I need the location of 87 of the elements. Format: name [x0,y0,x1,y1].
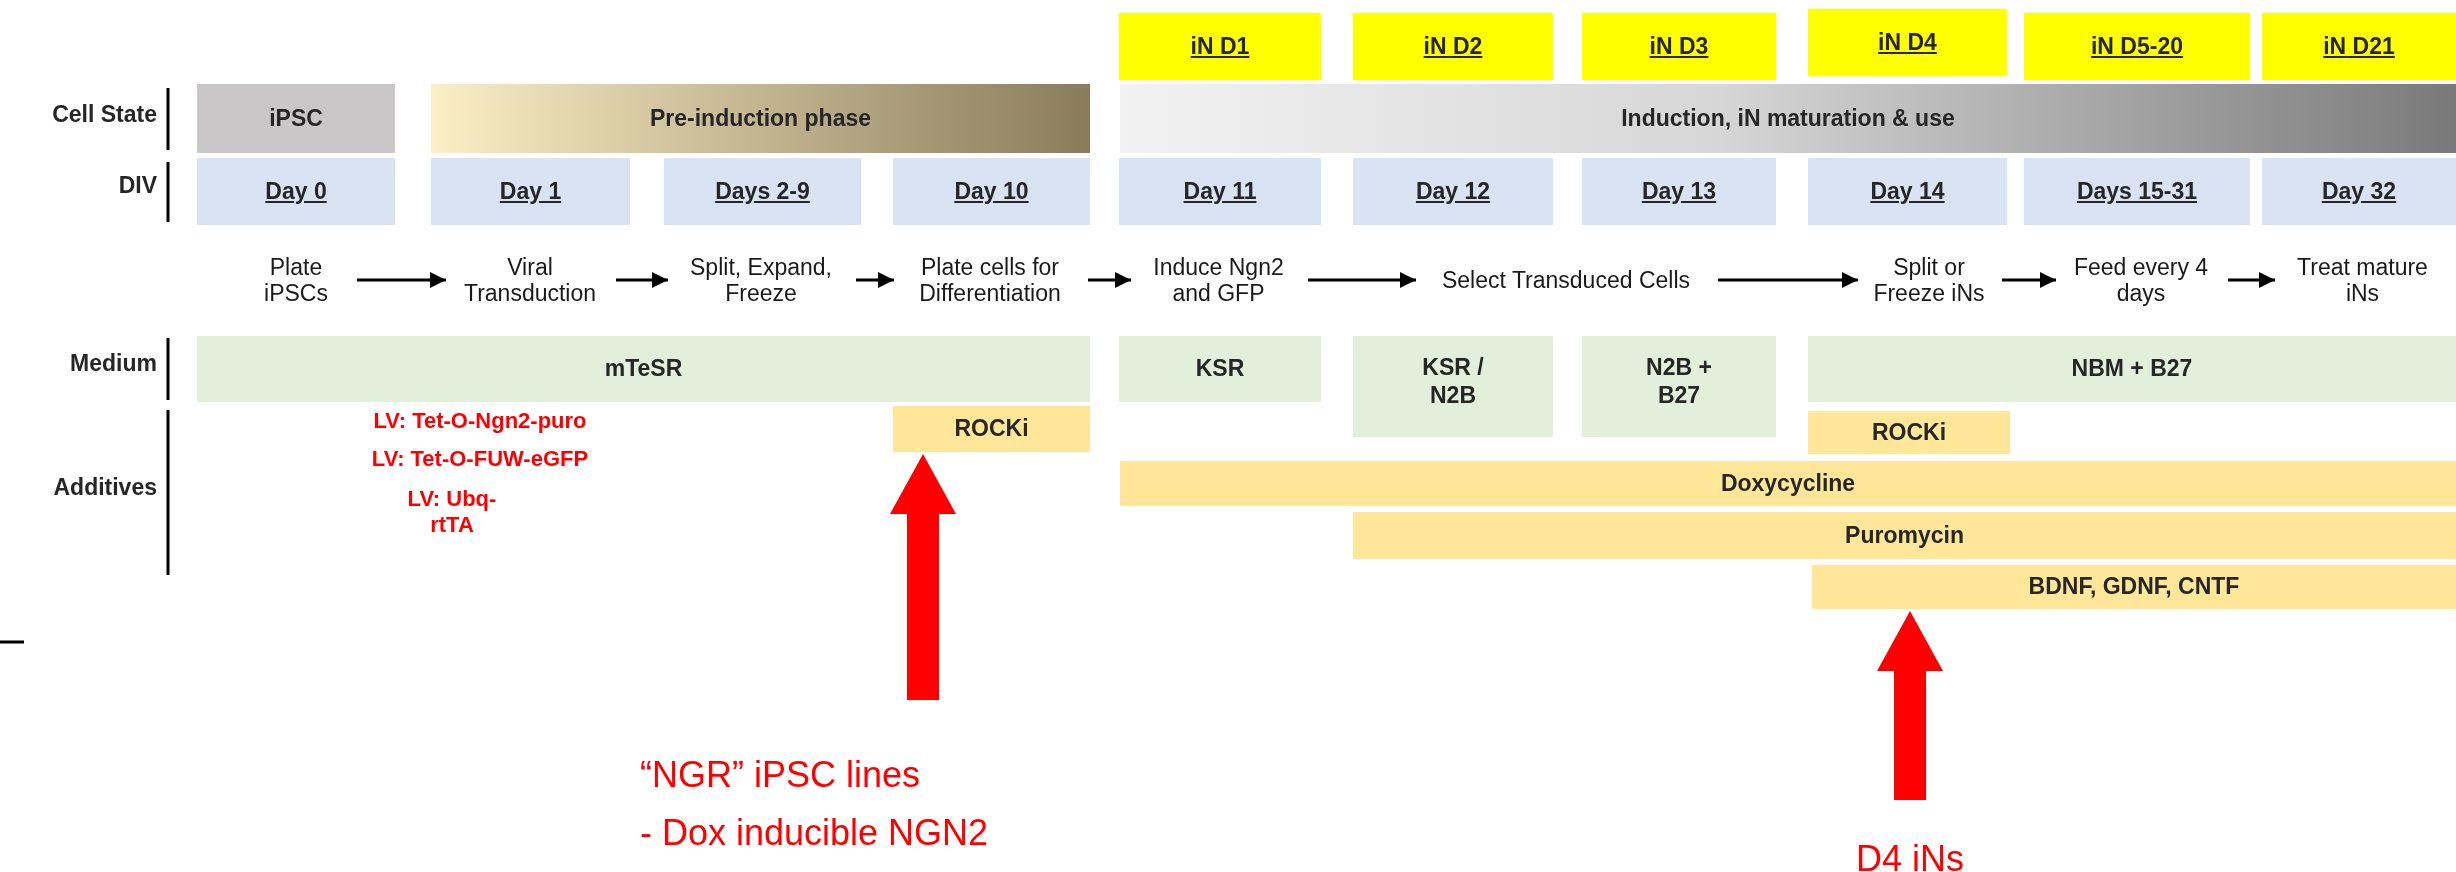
additive-bar [1808,411,2010,454]
day-box [197,158,395,225]
day-box [893,158,1090,225]
arrow [2002,272,2056,288]
step-text: Feed every 4 days [2060,248,2222,312]
additive-label: ROCKi [954,415,1029,443]
note-text: - Dox inducible NGN2 [640,810,989,855]
step-text: Treat mature iNs [2279,248,2446,312]
medium-box [1119,336,1321,402]
vector-label: LV: Tet-O-Ngn2-puro [372,408,588,435]
stage-label: iN D5-20 [2090,32,2183,61]
step-text: Induce Ngn2 and GFP [1135,248,1302,312]
arrow [2228,272,2275,288]
row-label: Cell State [51,101,157,129]
day-box [2024,158,2250,225]
additive-label: Doxycycline [1720,469,1856,498]
day-box [2262,158,2456,225]
arrow [856,272,894,288]
cell-state-label: Induction, iN maturation & use [1621,104,1955,133]
stage-label: iN D1 [1190,32,1250,61]
note-text: “NGR” iPSC lines [640,753,921,797]
day-label: Day 1 [499,177,562,206]
day-box [1582,158,1776,225]
row-label: Medium [69,350,157,378]
day-box [1808,158,2007,225]
arrow [1088,272,1131,288]
day-label: Day 10 [954,177,1029,206]
additive-bar [1812,565,2456,609]
additive-label: Puromycin [1845,521,1964,550]
day-box [431,158,630,225]
additive-bar [893,406,1090,452]
vector-label: LV: Ubq-rtTA [406,486,498,539]
medium-box [1808,336,2456,402]
cell-state-label: iPSC [269,104,323,133]
stage-box [1119,13,1321,80]
stage-label: iN D4 [1878,28,1937,57]
block-arrow [890,454,956,700]
day-label: Day 0 [265,177,327,206]
cell-state-band [1120,84,2456,153]
day-label: Days 2-9 [715,177,810,206]
day-label: Days 15-31 [2076,177,2198,206]
medium-label: mTeSR [604,355,683,383]
medium-box [1353,336,1553,437]
arrow [1308,272,1416,288]
day-box [1353,158,1553,225]
row-label: DIV [117,172,157,200]
day-label: Day 13 [1641,177,1717,206]
medium-label: KSR / N2B [1421,354,1485,410]
additive-label: ROCKi [1871,418,1947,447]
additive-bar [1120,461,2456,506]
medium-label: N2B + B27 [1645,354,1713,410]
arrow [357,272,446,288]
stage-box [2262,13,2456,80]
medium-box [197,336,1090,402]
cell-state-label: Pre-induction phase [649,104,872,133]
step-text: Viral Transduction [450,248,610,312]
medium-label: NBM + B27 [2071,355,2193,383]
stage-label: iN D2 [1423,32,1483,61]
cell-state-band [197,84,395,153]
day-label: Day 14 [1870,177,1945,206]
cell-state-band [431,84,1090,153]
note-text: D4 iNs [1856,837,1964,872]
additive-label: BDNF, GDNF, CNTF [2028,573,2240,601]
step-text: Plate iPSCs [241,248,351,312]
medium-label: KSR [1195,355,1245,383]
day-label: Day 32 [2321,177,2397,206]
day-label: Day 11 [1183,177,1257,206]
stage-label: iN D3 [1649,32,1709,61]
day-box [1119,158,1321,225]
arrow [1718,272,1858,288]
medium-box [1582,336,1776,437]
arrow [616,272,668,288]
day-label: Day 12 [1415,177,1491,206]
step-text: Plate cells for Differentiation [898,248,1082,312]
step-text: Split or Freeze iNs [1862,248,1996,312]
stage-box [1808,9,2007,76]
step-text: Split, Expand, Freeze [672,248,850,312]
stage-box [2024,13,2250,80]
row-label: Additives [52,474,157,502]
step-text: Select Transduced Cells [1420,248,1712,312]
block-arrow [1877,611,1943,800]
stage-box [1582,13,1776,80]
additive-bar [1353,512,2456,559]
stage-label: iN D21 [2323,32,2395,61]
day-box [664,158,861,225]
stage-box [1353,13,1553,80]
vector-label: LV: Tet-O-FUW-eGFP [370,446,590,473]
